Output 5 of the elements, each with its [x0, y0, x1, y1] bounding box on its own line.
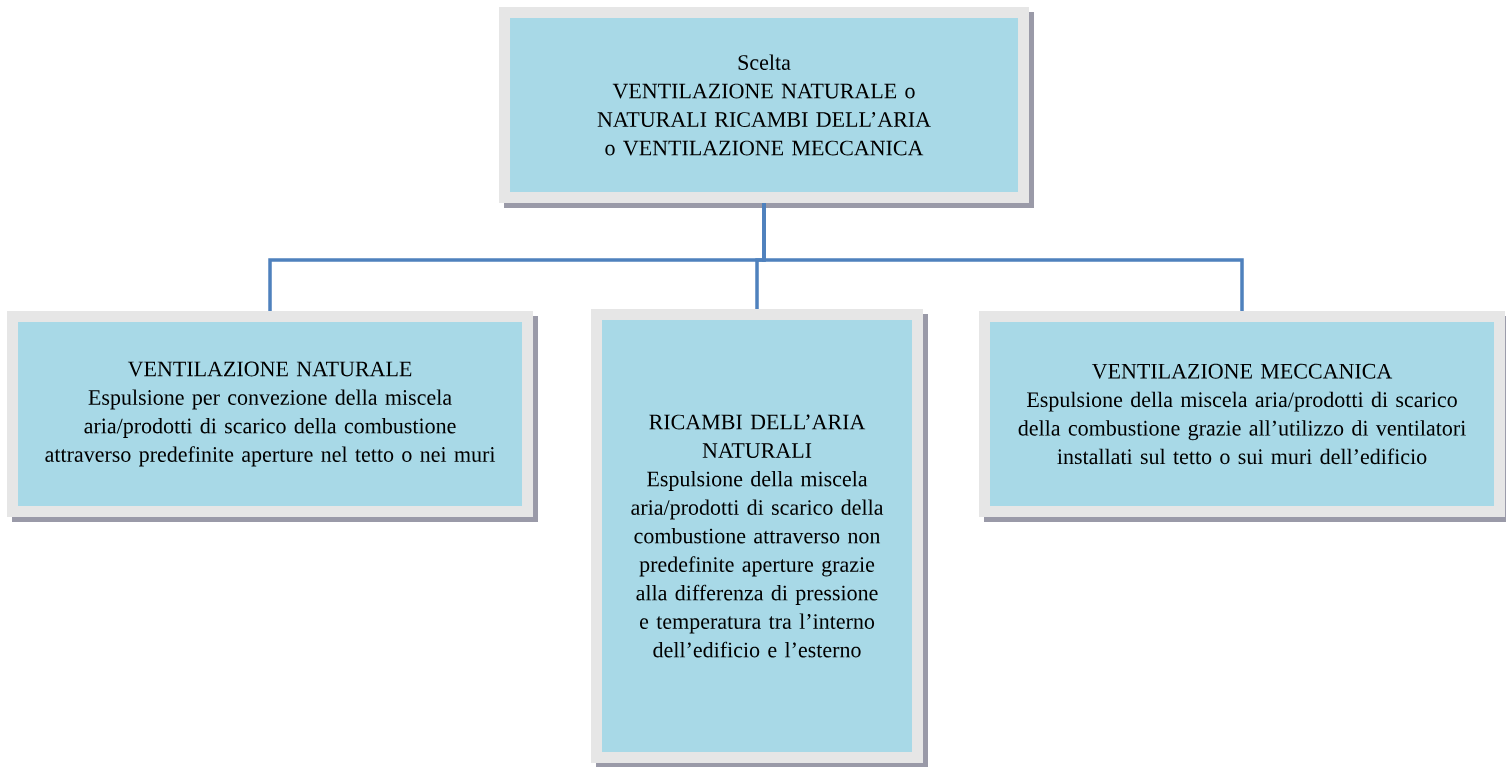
- process-box: VENTILAZIONE MECCANICA Espulsione della miscela aria/prodotti di scarico della combustione grazie all’utilizzo di ventilatori installati sul tetto o sui muri dell’edificio: [979, 311, 1506, 522]
- process-box: VENTILAZIONE NATURALE Espulsione per convezione della miscela aria/prodotti di scarico della combustione attraverso predefinite aperture nel tetto o nei muri: [7, 311, 538, 522]
- process-box: Scelta VENTILAZIONE NATURALE o NATURALI RICAMBI DELL’ARIA o VENTILAZIONE MECCANICA: [499, 7, 1034, 208]
- connector-line: [762, 203, 1244, 311]
- process-box: RICAMBI DELL’ARIA NATURALI Espulsione della miscela aria/prodotti di scarico della combustione attraverso non predefinite aperture grazie alla differenza di pressione e temperatura tra l’interno dell’edificio e l’esterno: [591, 309, 928, 767]
